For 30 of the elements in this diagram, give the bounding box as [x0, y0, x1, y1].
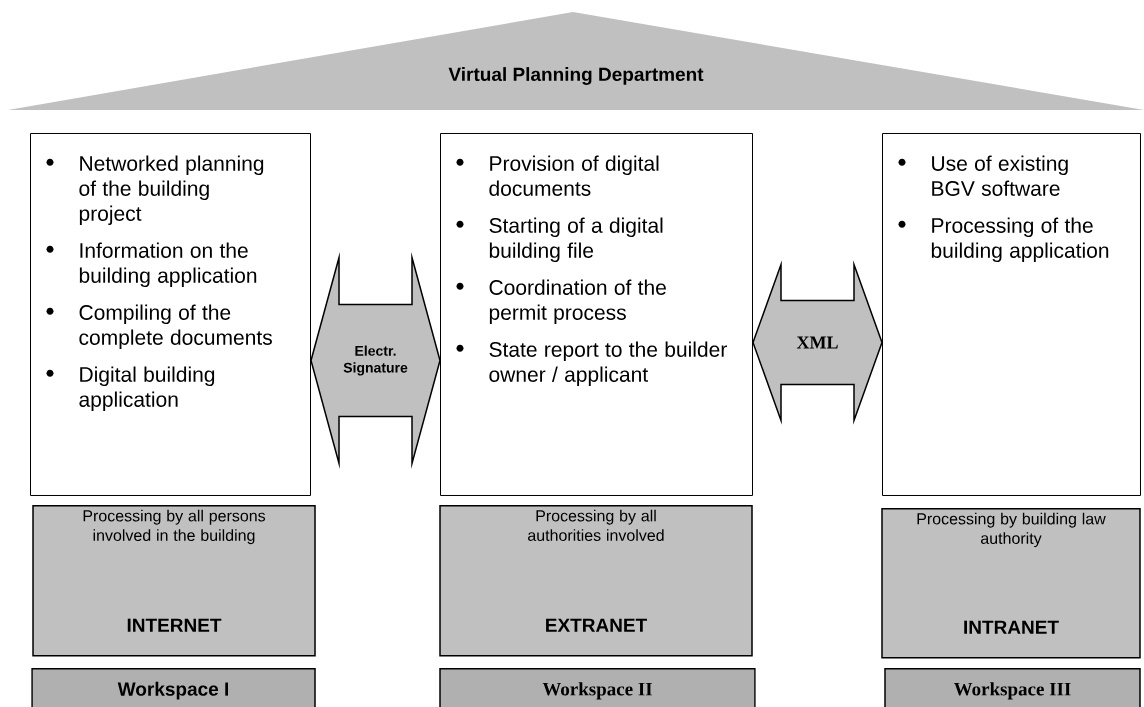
network-box [32, 505, 316, 657]
bullet-item: Use of existing BGV software [932, 155, 1068, 196]
edge-label: Electr. Signature [343, 345, 408, 376]
bullet-item: Compiling of the complete documents [79, 304, 272, 350]
bullet-item: Provision of digital documents [489, 155, 659, 196]
bullet-item: Processing of the building application [931, 217, 1109, 263]
bullet-item: Digital building application [79, 366, 215, 412]
network-box [881, 508, 1141, 659]
title: Virtual Planning Department [448, 67, 704, 85]
double-arrow [752, 260, 883, 425]
list-box [882, 133, 1141, 496]
bullet-item: Coordination of the permit process [489, 279, 666, 325]
description: Processing by all persons involved in the building [83, 509, 266, 545]
network-label: INTRANET [964, 620, 1059, 634]
workspace-box: Workspace III [884, 668, 1141, 707]
bullet-item: Networked planning of the building project [79, 155, 264, 226]
edge-label: XML [796, 336, 838, 349]
bullet-item: Starting of a digital building file [489, 217, 663, 263]
roof-shape [8, 12, 1144, 110]
description: Processing by all authorities involved [528, 509, 664, 541]
list-box [30, 133, 311, 496]
network-label: EXTRANET [546, 618, 647, 632]
description: Processing by building law authority [917, 512, 1106, 548]
workspace-box: Workspace I [31, 668, 316, 707]
bullet-item: Information on the building application [79, 242, 257, 288]
workspace-box: Workspace II [439, 668, 756, 707]
bullet-item: State report to the builder owner / applicant [489, 341, 727, 387]
network-box [439, 505, 753, 657]
network-label: INTERNET [127, 618, 222, 632]
list-box [440, 133, 753, 496]
